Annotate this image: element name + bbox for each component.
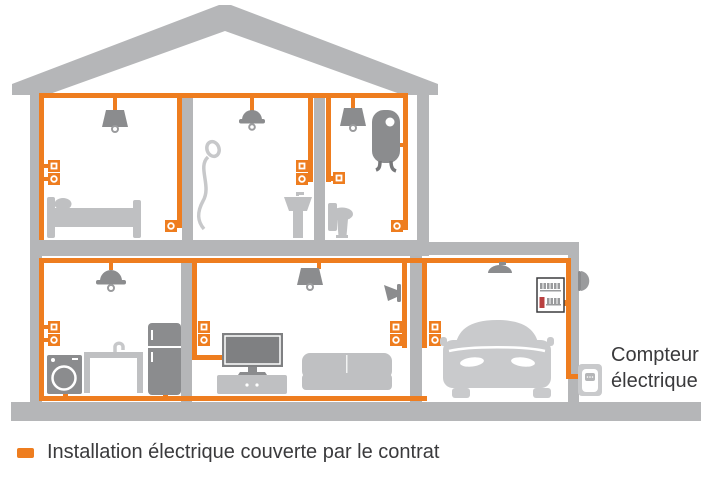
power-outlet-icon (48, 173, 60, 185)
fridge-icon (148, 323, 181, 395)
tv-icon (222, 333, 283, 375)
power-outlet-icon (429, 334, 441, 346)
light-switch-icon (48, 160, 60, 172)
shower-icon (196, 139, 221, 231)
legend: Installation électrique couverte par le … (17, 441, 439, 464)
exterior-light-icon (578, 271, 590, 291)
garage-ceiling-light-icon (488, 262, 512, 273)
light-switch-icon (429, 321, 441, 333)
switches-and-outlets (44, 160, 441, 346)
light-switch-icon (296, 160, 308, 172)
car-icon (440, 320, 554, 398)
breaker-panel-icon (536, 277, 565, 313)
kitchen-pendant-lamp-icon (96, 270, 126, 292)
light-switch-icon (333, 172, 345, 184)
washing-machine-icon (47, 355, 82, 394)
electric-meter-icon (578, 364, 602, 396)
water-heater-icon (372, 110, 400, 173)
legend-label: Installation électrique couverte par le … (47, 441, 440, 463)
electrical-wiring (39, 93, 578, 401)
kitchen-sink-icon (84, 341, 143, 393)
floor-outlet-icon (165, 220, 177, 232)
living-pendant-lamp-icon (297, 268, 323, 291)
wall-sconce-icon (384, 284, 401, 302)
roof (12, 5, 438, 95)
sofa-icon (302, 353, 392, 390)
toilet-icon (328, 203, 353, 238)
walls-and-slabs (11, 93, 701, 421)
light-switch-icon (198, 321, 210, 333)
pedestal-sink-icon (284, 192, 312, 238)
power-outlet-icon (48, 334, 60, 346)
light-switch-icon (48, 321, 60, 333)
shower-pendant-lamp-icon (239, 110, 265, 131)
power-outlet-icon (296, 173, 308, 185)
tv-stand-icon (217, 375, 287, 394)
wc-pendant-lamp-icon (340, 108, 366, 132)
power-outlet-icon (198, 334, 210, 346)
legend-swatch-icon (17, 447, 34, 458)
bed-icon (47, 197, 141, 238)
light-switch-icon (390, 321, 402, 333)
meter-label: Compteur électrique (611, 344, 699, 392)
floor-outlet-icon (391, 220, 403, 232)
bedroom-pendant-lamp-icon (102, 110, 128, 133)
power-outlet-icon (390, 334, 402, 346)
